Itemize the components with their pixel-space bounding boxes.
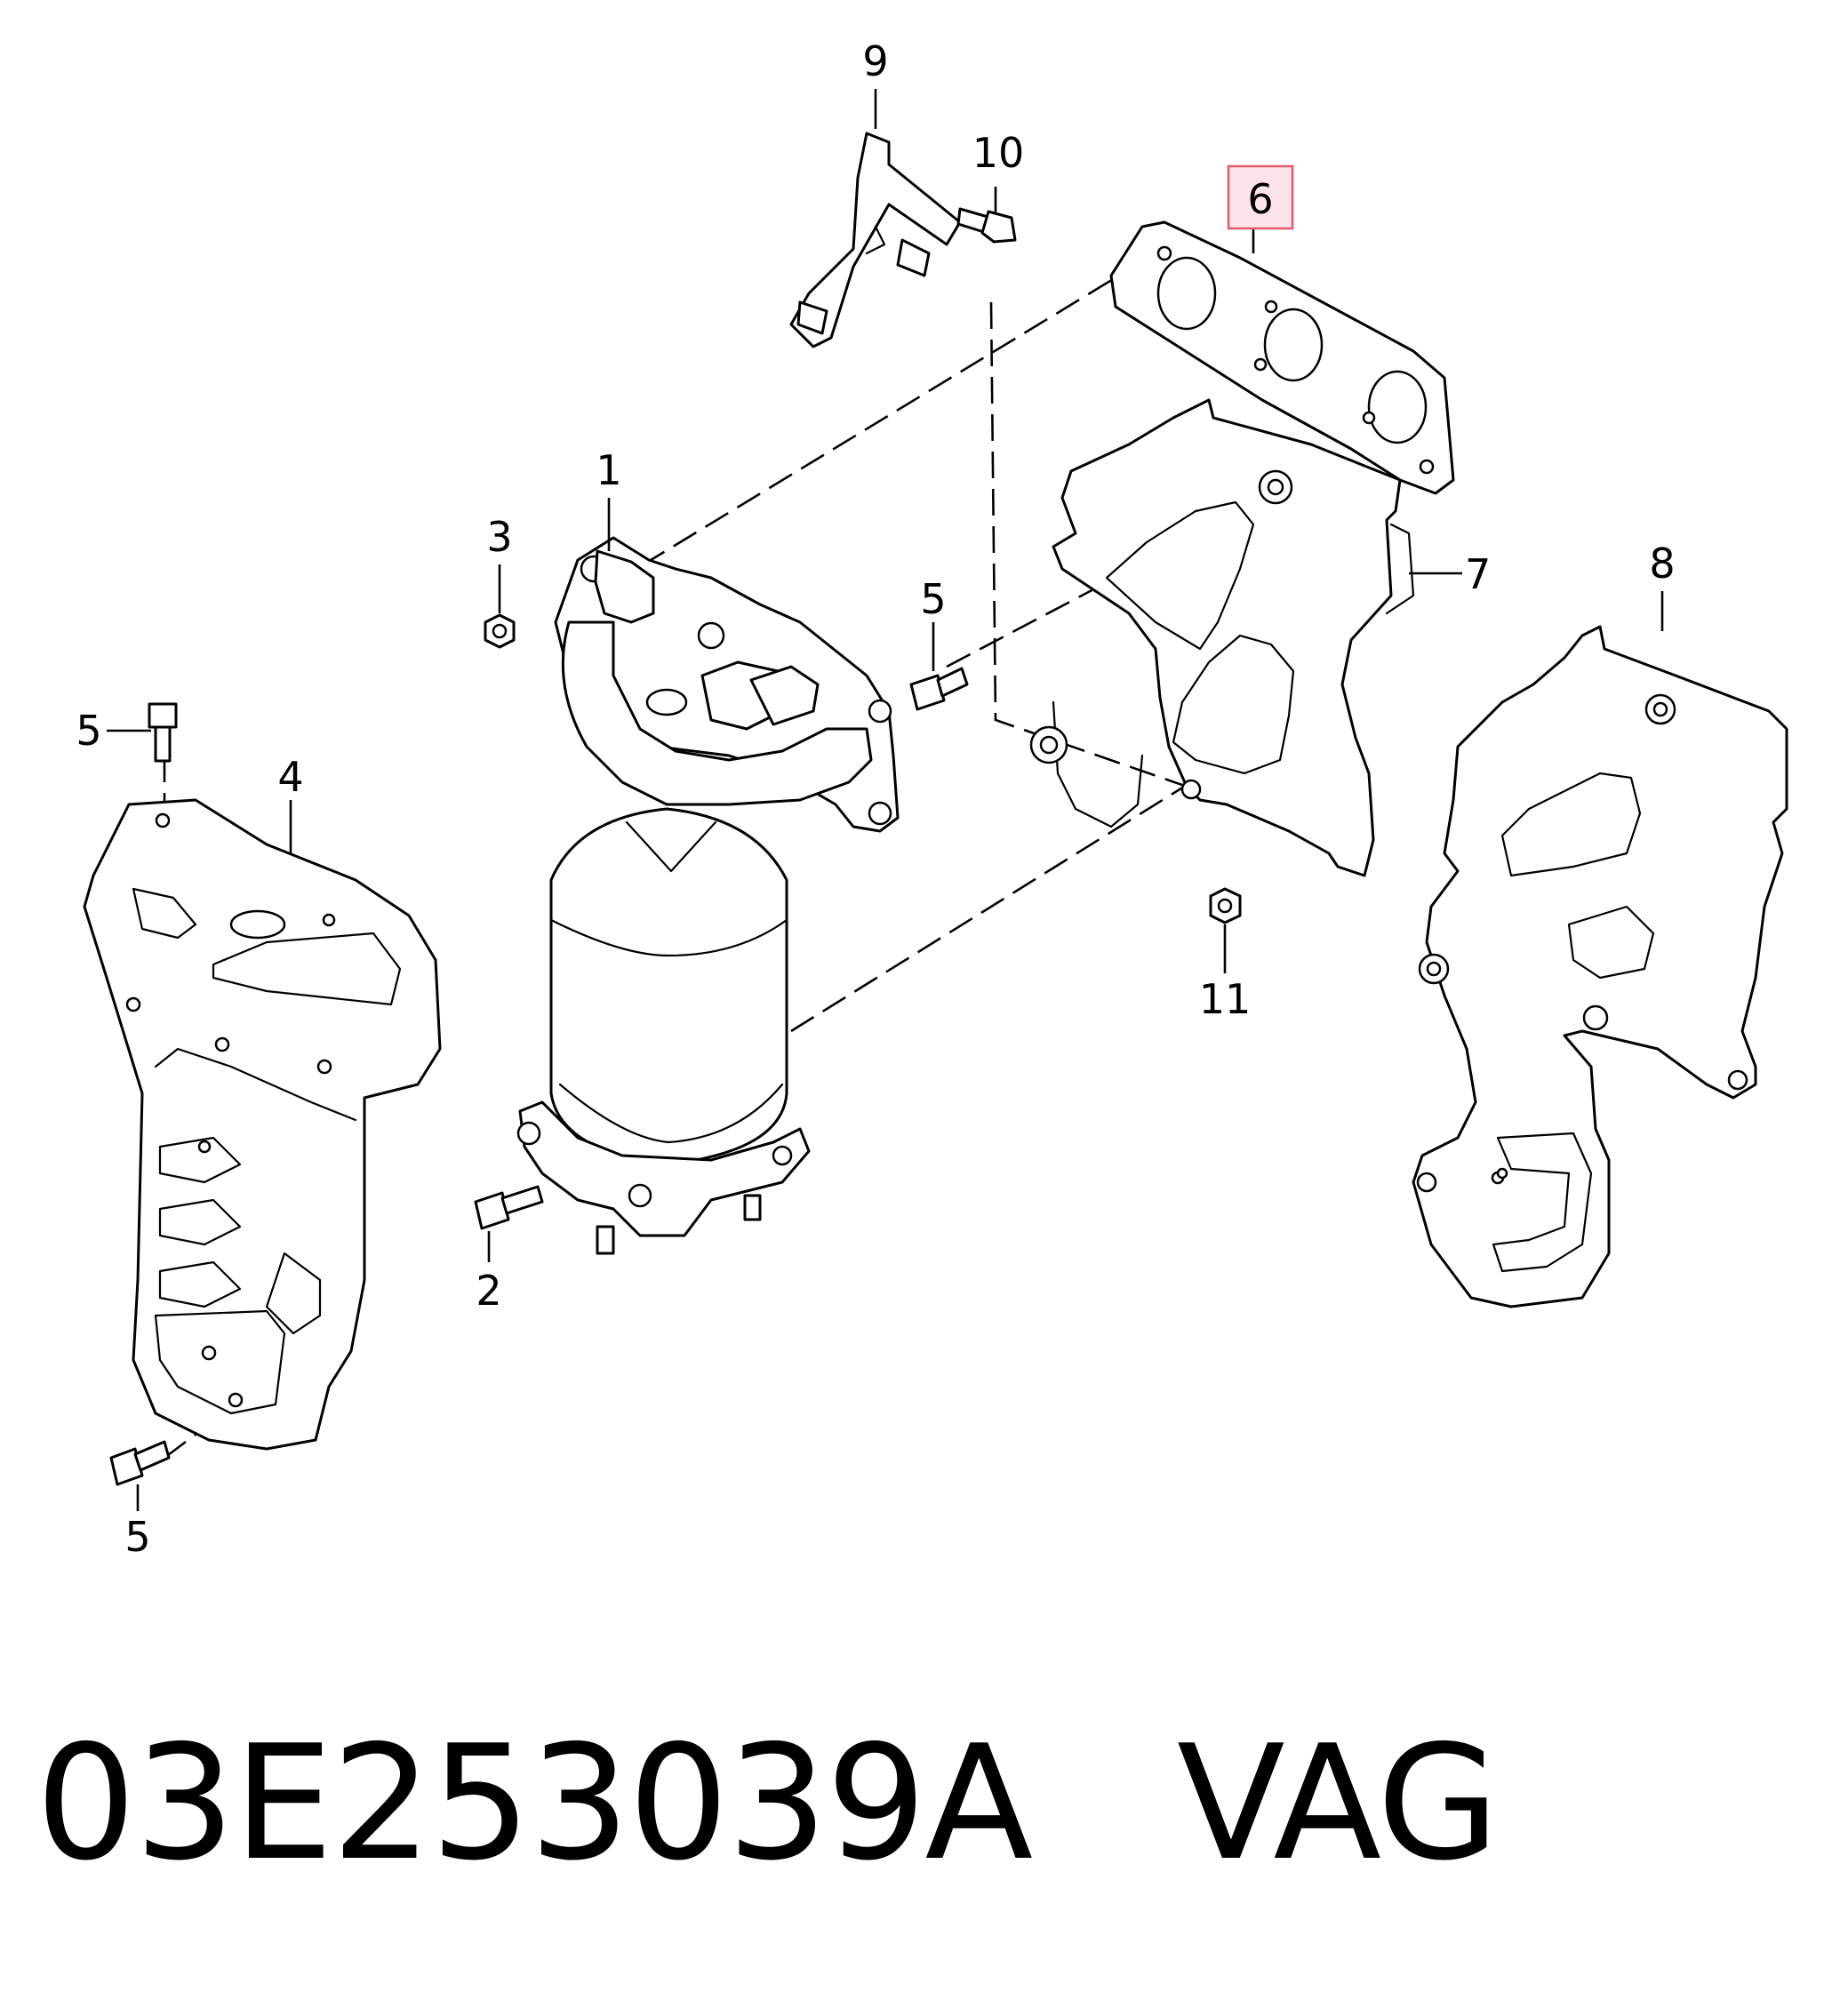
part-7-heat-shield[interactable] [1029,398,1415,877]
callout-5-lower-left: 5 [124,1513,150,1561]
callout-9: 9 [862,37,888,85]
callout-6: 6 [1247,175,1273,223]
part-5-bolt-center[interactable] [909,667,969,711]
callout-8: 8 [1649,540,1675,588]
part-10-bolt[interactable] [956,207,1017,244]
leader-lines [107,89,1664,1511]
callout-2: 2 [476,1267,501,1315]
part-11-nut[interactable] [1209,887,1242,924]
callout-10: 10 [972,129,1025,177]
callout-3: 3 [486,513,512,561]
part-1-manifold-catalytic-converter[interactable] [516,536,900,1255]
part-5-bolt-upper-left[interactable] [148,702,178,763]
part-8-heat-shield[interactable] [1412,625,1788,1308]
callout-11: 11 [1199,975,1252,1023]
callout-5-center: 5 [920,575,946,623]
callout-1: 1 [596,446,621,494]
part-5-bolt-lower-left[interactable] [109,1440,171,1486]
callout-6-highlight [1227,164,1294,230]
part-2-bolt[interactable] [474,1185,544,1230]
part-6-gasket[interactable] [1109,220,1455,495]
part-number-caption: 03E253039A VAG [36,1711,1500,1895]
part-4-heat-shield[interactable] [83,798,442,1451]
callout-7: 7 [1465,550,1491,598]
callout-5-upper-left: 5 [76,707,101,755]
part-3-nut[interactable] [484,613,516,649]
part-9-bracket[interactable] [789,132,962,348]
callout-4: 4 [277,753,303,801]
callout-labels: 9 10 6 7 8 1 3 5 5 4 2 11 5 [76,37,1675,1561]
